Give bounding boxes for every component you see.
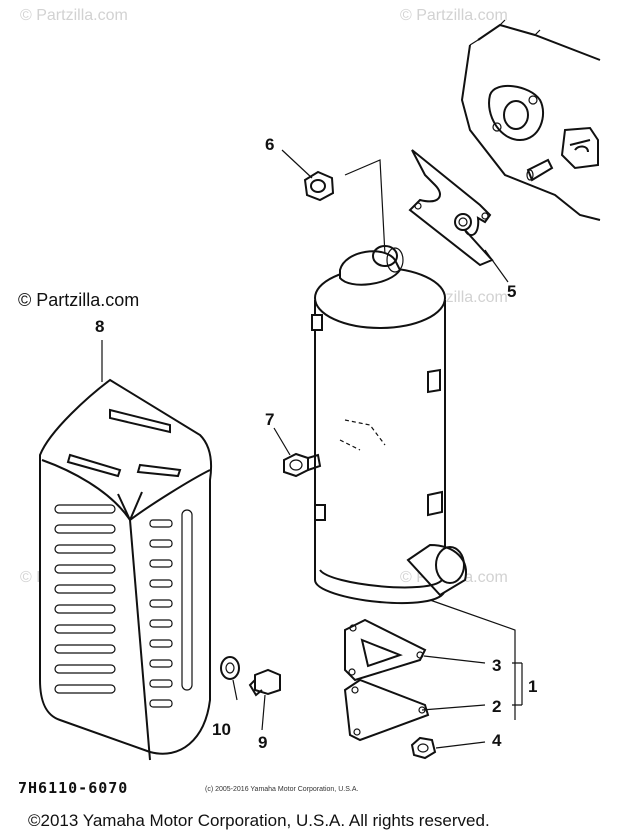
watermark-top-right: © Partzilla.com bbox=[400, 7, 508, 24]
muffler-body bbox=[311, 245, 467, 605]
gasket-part-3 bbox=[344, 618, 427, 682]
bolt-part-7 bbox=[283, 452, 322, 478]
diagram-code: 7H6110-6070 bbox=[18, 779, 128, 797]
shield-slots-left bbox=[54, 504, 116, 694]
small-copyright: (c) 2005-2016 Yamaha Motor Corporation, … bbox=[205, 786, 358, 793]
footer-copyright: ©2013 Yamaha Motor Corporation, U.S.A. A… bbox=[28, 811, 490, 830]
leader-lines bbox=[101, 149, 523, 749]
shield-slots-right bbox=[149, 509, 193, 708]
callout-10: 10 bbox=[212, 720, 231, 739]
callout-8: 8 bbox=[95, 317, 104, 336]
callout-6: 6 bbox=[265, 135, 274, 154]
nut-part-4 bbox=[410, 736, 437, 760]
leader-stud-6 bbox=[344, 159, 386, 256]
washer-part-10 bbox=[220, 656, 240, 680]
callout-9: 9 bbox=[258, 733, 267, 752]
gasket-part-5 bbox=[408, 149, 494, 267]
watermark-top-left: © Partzilla.com bbox=[20, 7, 128, 24]
callout-1: 1 bbox=[528, 677, 537, 696]
nut-part-6 bbox=[303, 170, 335, 202]
callout-4: 4 bbox=[492, 731, 502, 750]
callout-7: 7 bbox=[265, 410, 274, 429]
watermark-mid-left: © Partzilla.com bbox=[18, 290, 139, 310]
bolt-part-9 bbox=[248, 668, 281, 697]
engine-block-fragment bbox=[460, 19, 601, 221]
plate-part-2 bbox=[343, 678, 430, 742]
callout-2: 2 bbox=[492, 697, 501, 716]
callout-5: 5 bbox=[507, 282, 516, 301]
callout-3: 3 bbox=[492, 656, 501, 675]
heat-shield-part-8 bbox=[39, 378, 213, 761]
